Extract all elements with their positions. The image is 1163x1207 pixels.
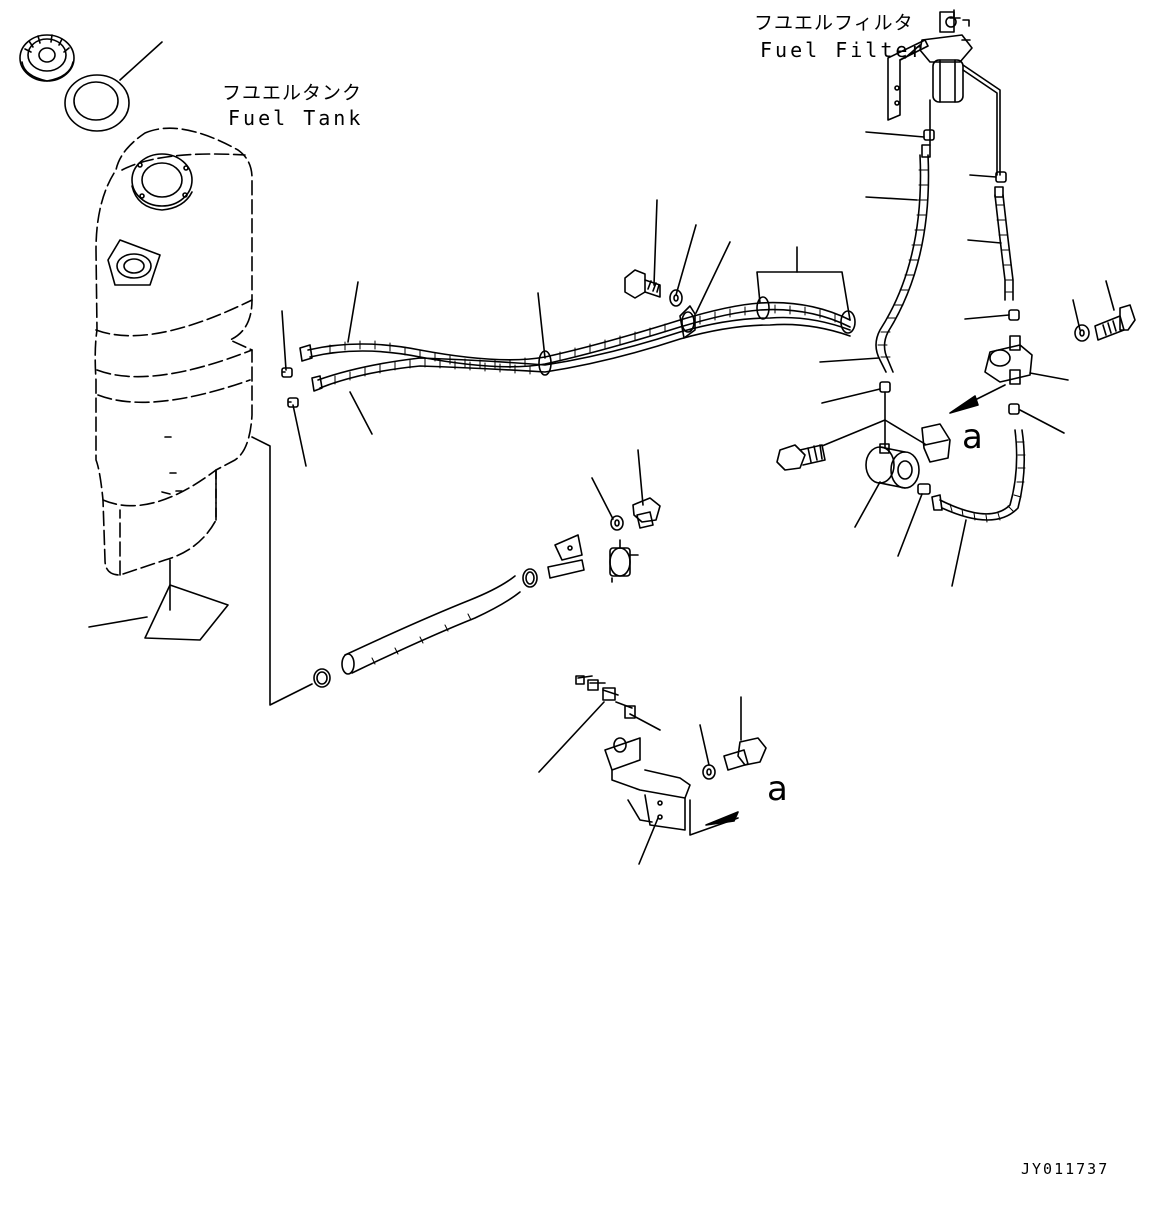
leader-line	[251, 436, 313, 706]
tank-filler-neck	[131, 153, 193, 211]
pump-bolt	[776, 444, 826, 471]
view-a-label-pump: a	[962, 417, 983, 457]
fuel-valve-right	[984, 335, 1033, 385]
leader-lines	[538, 696, 742, 865]
fuel-filter-label-en: Fuel Filter	[760, 38, 926, 62]
fuel-filter	[919, 9, 973, 103]
leader-line	[119, 41, 163, 81]
view-arrow	[949, 384, 1006, 414]
pump-connector	[917, 483, 931, 495]
tank-sender-port	[107, 239, 161, 286]
lower-fitting-assembly	[575, 675, 661, 753]
fuel-hose-pair	[299, 301, 851, 392]
drawing-code: JY011737	[1021, 1160, 1110, 1178]
fuel-filter-label-jp: フユエルフィルタ	[754, 12, 914, 34]
drain-hose	[341, 575, 521, 675]
washer	[610, 515, 624, 531]
leader-lines	[591, 449, 644, 520]
pump-hose	[931, 429, 1026, 523]
bolt	[632, 497, 661, 529]
bolt	[624, 269, 661, 299]
tank-port-marks	[161, 436, 183, 495]
fuel-cap	[19, 34, 75, 82]
pump-bracket	[921, 423, 951, 463]
tank-pad	[88, 559, 229, 641]
view-a-label-bracket: a	[767, 769, 788, 809]
leader-lines	[281, 199, 851, 467]
bolt	[723, 737, 767, 771]
drain-valve	[547, 534, 639, 583]
hose-connector	[281, 367, 299, 408]
bolt	[1094, 304, 1136, 341]
washer	[1074, 324, 1090, 342]
fuel-tank-label-en: Fuel Tank	[228, 106, 364, 130]
washer	[669, 289, 683, 307]
leader-lines	[821, 419, 967, 587]
fuel-tank-label-jp: フユエルタンク	[222, 82, 363, 104]
hose-clamp-bracket	[679, 305, 696, 339]
filter-outlet-tube	[929, 64, 1001, 176]
fuel-hose-right-upper	[875, 144, 931, 373]
fuel-tank	[94, 127, 253, 576]
view-arrow	[689, 799, 739, 836]
washer	[702, 764, 716, 780]
leader-lines	[819, 131, 1115, 434]
fuel-pump	[865, 443, 920, 489]
lower-bracket	[604, 737, 691, 831]
hose-clamp	[313, 568, 538, 688]
filter-bracket	[887, 39, 929, 121]
fuel-cap-gasket	[64, 74, 130, 132]
